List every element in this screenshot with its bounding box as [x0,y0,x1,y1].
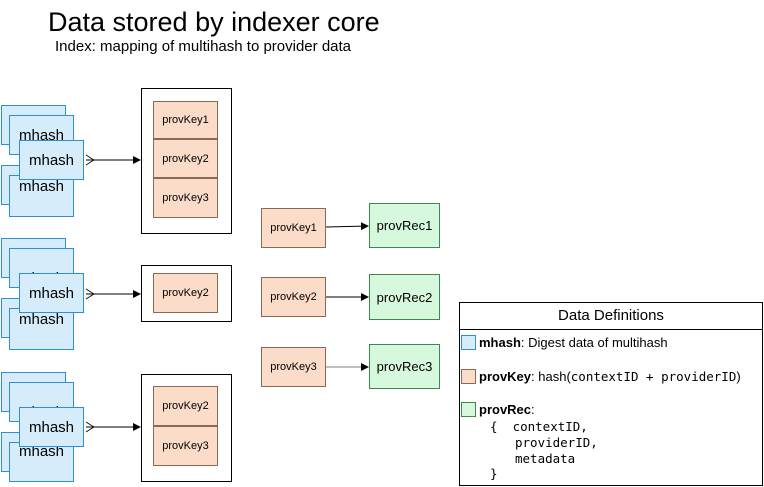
provrec-node: provRec1 [369,203,440,248]
provrec-swatch [461,402,476,417]
mhash-node: mhash [9,442,74,482]
provrec-desc: : [531,402,535,417]
provrec-field-close: } [490,466,498,481]
mhash-label: mhash [28,418,75,436]
provrec-node: provRec3 [369,344,440,389]
provkey-cell: provKey2 [153,139,218,178]
definitions-heading: Data Definitions [460,303,762,330]
provkey-cell: provKey3 [153,426,218,466]
provkey-desc-prefix: : hash( [531,369,571,384]
mhash-definition: mhash: Digest data of multihash [479,335,668,350]
mhash-term: mhash [479,335,521,350]
mhash-label: mhash [28,284,75,302]
diagram-title: Data stored by indexer core [48,7,380,37]
provrec-field-providerid: providerID, [515,435,598,450]
provkey-node: provKey2 [261,277,326,317]
provkey-node: provKey1 [261,208,326,248]
mhash-desc: : Digest data of multihash [520,335,668,350]
provkey-cell: provKey2 [153,386,218,426]
provkey-swatch [461,369,476,384]
provkey-cell: provKey2 [153,273,218,313]
mhash-node: mhash [19,407,84,447]
mhash-node: mhash [19,273,84,313]
mhash-label: mhash [18,311,65,328]
data-definitions-panel: Data Definitions [459,302,763,486]
provkey-cell: provKey1 [153,101,218,139]
provrec-definition: provRec: [479,402,535,417]
mhash-swatch [461,335,476,350]
mhash-node: mhash [19,140,84,180]
mhash-node: mhash [9,175,74,217]
mhash-label: mhash [18,178,65,195]
mhash-label: mhash [28,151,75,169]
mhash-label: mhash [18,126,65,144]
mhash-node: mhash [9,308,74,350]
provrec-field-open: { contextID, [490,419,588,434]
provkey-code: contextID + providerID [570,369,737,384]
provkey-desc-suffix: ) [736,369,741,384]
provkey-term: provKey [479,369,532,384]
provkey-definition: provKey: hash(contextID + providerID) [479,369,741,384]
diagram-subtitle: Index: mapping of multihash to provider … [55,38,352,55]
provrec-term: provRec [479,402,532,417]
mhash-label: mhash [18,443,65,460]
arrow-provkey1-to-provrec1 [325,222,369,231]
provkey-node: provKey3 [261,347,326,387]
provkey-cell: provKey3 [153,178,218,218]
provrec-node: provRec2 [369,274,440,320]
provrec-field-metadata: metadata [515,451,576,466]
